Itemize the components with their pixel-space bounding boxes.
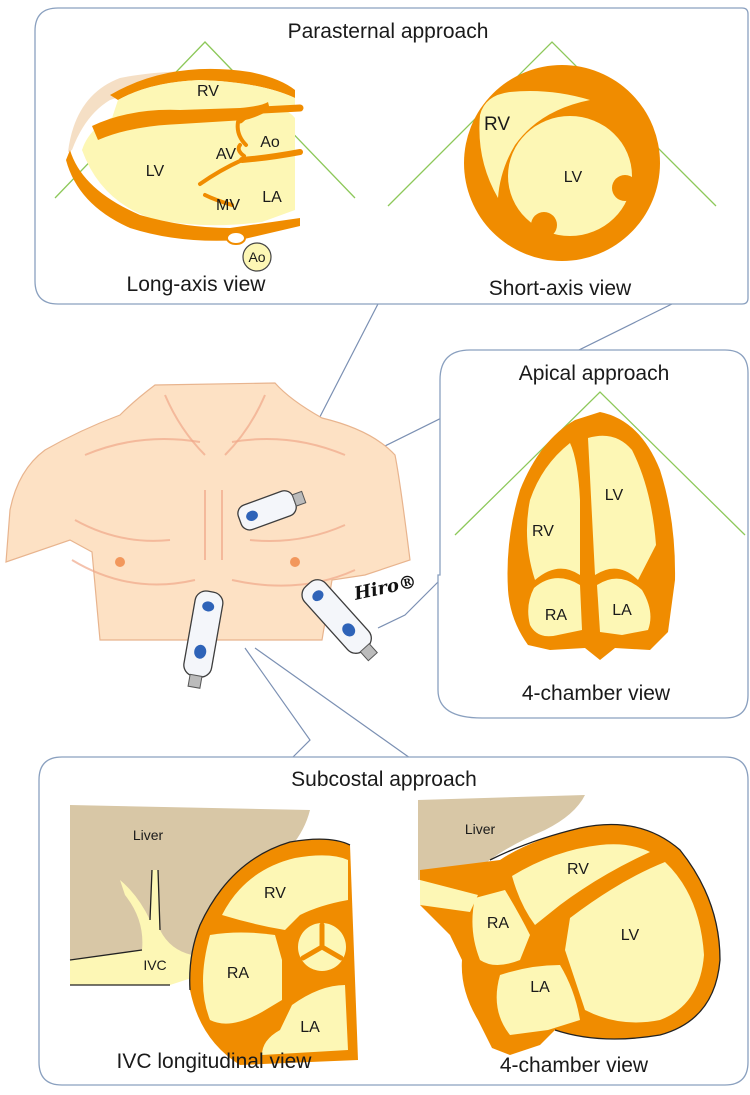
sub4-la-label: LA <box>530 979 550 996</box>
probe-subcostal-cable <box>188 674 202 688</box>
apical-rv-label: RV <box>532 523 554 540</box>
ivc-liver-label: Liver <box>133 827 164 843</box>
long-axis-av-label: AV <box>216 146 236 163</box>
sub4-caption: 4-chamber view <box>500 1054 649 1077</box>
sub4-liver-label: Liver <box>465 821 496 837</box>
sub4-ra-label: RA <box>487 915 510 932</box>
sub4-rv-label: RV <box>567 861 589 878</box>
ivc-ivc-label: IVC <box>143 957 166 973</box>
subcostal-title: Subcostal approach <box>291 768 477 791</box>
apical-ra-label: RA <box>545 607 568 624</box>
sub4-lv-label: LV <box>621 927 640 944</box>
ivc-caption: IVC longitudinal view <box>117 1050 313 1073</box>
apical-panel: Apical approach LV RV RA LA 4-chamber vi… <box>438 350 748 718</box>
short-axis-caption: Short-axis view <box>489 277 632 300</box>
nipple-right <box>290 557 300 567</box>
torso-illustration: Hiro® <box>6 383 419 690</box>
long-axis-desc-aorta <box>227 232 245 244</box>
long-axis-mv-label: MV <box>216 197 240 214</box>
subcostal-panel: Subcostal approach Liver RV RA LA IVC IV… <box>39 757 748 1085</box>
leader-subcostal-4ch <box>255 648 410 758</box>
apical-lv-label: LV <box>605 487 624 504</box>
parasternal-title: Parasternal approach <box>288 20 489 43</box>
long-axis-caption: Long-axis view <box>127 273 267 296</box>
ivc-la-label: LA <box>300 1019 320 1036</box>
leader-subcostal-ivc <box>245 648 310 760</box>
long-axis-lv-label: LV <box>146 163 165 180</box>
long-axis-rv-label: RV <box>197 83 219 100</box>
ivc-rv-label: RV <box>264 885 286 902</box>
apical-title: Apical approach <box>519 362 670 385</box>
ivc-ra-label: RA <box>227 965 250 982</box>
long-axis-la-label: LA <box>262 189 282 206</box>
parasternal-panel: Parasternal approach <box>35 8 748 304</box>
nipple-left <box>115 557 125 567</box>
long-axis-ao-circle-label: Ao <box>248 249 265 265</box>
short-axis-papillary-2 <box>612 175 638 201</box>
short-axis-lv-label: LV <box>564 169 583 186</box>
apical-la-label: LA <box>612 602 632 619</box>
short-axis-papillary-1 <box>531 212 557 238</box>
long-axis-ao-label: Ao <box>260 134 280 151</box>
short-axis-rv-label: RV <box>484 114 510 135</box>
apical-caption: 4-chamber view <box>522 682 671 705</box>
